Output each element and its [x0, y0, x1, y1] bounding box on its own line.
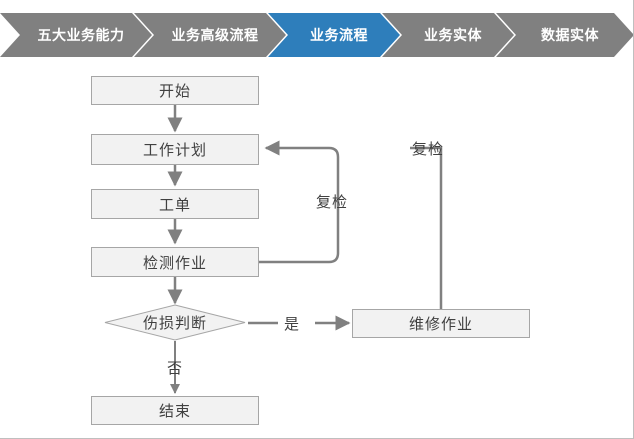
breadcrumb-item-1-label: 五大业务能力 — [37, 27, 125, 43]
node-inspection-label: 检测作业 — [142, 254, 207, 272]
breadcrumb: 五大业务能力 业务高级流程 业务流程 业务实体 数据实体 — [0, 13, 634, 57]
node-end[interactable]: 结束 — [91, 396, 259, 425]
breadcrumb-item-4-label: 业务实体 — [424, 27, 482, 43]
edge-repair-to-workplan-loop — [410, 146, 443, 309]
node-start[interactable]: 开始 — [91, 76, 259, 105]
breadcrumb-item-5-label: 数据实体 — [541, 27, 599, 43]
node-start-label: 开始 — [158, 83, 191, 100]
breadcrumb-item-2-label: 业务高级流程 — [171, 27, 259, 43]
node-work-order-label: 工单 — [158, 196, 191, 214]
edge-label-reinspect-outer: 复检 — [412, 141, 445, 158]
node-end-label: 结束 — [158, 403, 191, 420]
breadcrumb-item-3[interactable]: 业务流程 — [268, 13, 400, 57]
node-inspection[interactable]: 检测作业 — [91, 247, 259, 277]
node-work-order[interactable]: 工单 — [91, 189, 259, 219]
breadcrumb-item-5[interactable]: 数据实体 — [496, 13, 634, 57]
breadcrumb-item-3-label: 业务流程 — [310, 27, 368, 43]
edge-label-yes: 是 — [284, 316, 301, 333]
breadcrumb-item-2[interactable]: 业务高级流程 — [134, 13, 286, 57]
breadcrumb-item-1[interactable]: 五大业务能力 — [0, 13, 152, 57]
edge-inspection-to-workplan-loop — [259, 140, 340, 264]
breadcrumb-item-4[interactable]: 业务实体 — [382, 13, 514, 57]
edge-label-no: 否 — [167, 360, 184, 377]
node-repair-label: 维修作业 — [408, 316, 473, 333]
edge-label-reinspect-inner: 复检 — [316, 194, 349, 211]
node-work-plan[interactable]: 工作计划 — [91, 134, 259, 165]
node-repair[interactable]: 维修作业 — [352, 309, 530, 338]
node-work-plan-label: 工作计划 — [142, 142, 207, 159]
